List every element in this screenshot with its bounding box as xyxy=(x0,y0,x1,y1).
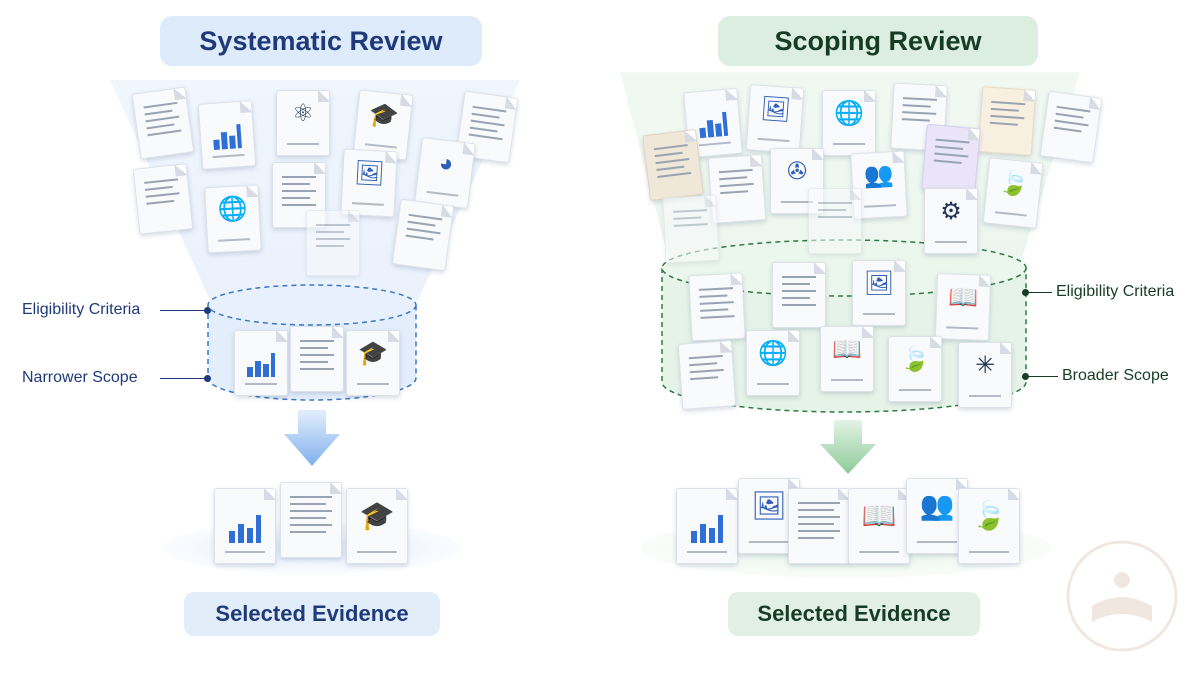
sys-eligibility-label: Eligibility Criteria xyxy=(22,301,141,318)
watermark-logo xyxy=(1066,540,1178,652)
scp-down-arrow xyxy=(820,420,876,474)
image-icon: 🖼 xyxy=(353,159,386,188)
filtered-doc-leaf: 🍃 xyxy=(888,336,942,402)
globe-icon: 🌐 xyxy=(758,340,788,367)
doc-bar-chart xyxy=(197,100,257,170)
scp-eligibility-label: Eligibility Criteria xyxy=(1056,283,1175,300)
filtered-doc-text xyxy=(290,326,344,392)
sys-eligibility-dot xyxy=(204,307,211,314)
leaf-icon: 🍃 xyxy=(971,500,1007,531)
bar-chart-icon xyxy=(212,122,242,150)
filtered-doc-globe: 🌐 xyxy=(746,330,800,396)
sys-scope-label: Narrower Scope xyxy=(22,369,138,386)
graduation-cap-icon: 🎓 xyxy=(359,500,395,531)
selected-doc-users: 👥 xyxy=(906,478,968,554)
network-icon: ✳ xyxy=(974,352,996,379)
doc-text xyxy=(131,86,195,160)
image-icon: 🖼 xyxy=(863,270,895,297)
selected-doc-graduation: 🎓 xyxy=(346,488,408,564)
doc-globe: 🌐 xyxy=(822,90,876,156)
bar-chart-icon xyxy=(247,351,275,377)
doc-globe: 🌐 xyxy=(204,184,262,254)
filtered-doc-graduation: 🎓 xyxy=(346,330,400,396)
gears-icon: ⚙ xyxy=(940,198,962,225)
doc-image: 🖼 xyxy=(745,84,805,154)
filtered-doc-book: 📖 xyxy=(820,326,874,392)
scp-eligibility-leader xyxy=(1028,292,1052,293)
filtered-doc-network: ✳ xyxy=(958,342,1012,408)
doc-text xyxy=(1039,90,1103,164)
doc-atom: ⚛ xyxy=(276,90,330,156)
doc-image: 🖼 xyxy=(340,148,398,218)
sys-selected-evidence-label: Selected Evidence xyxy=(184,592,440,636)
globe-icon: 🌐 xyxy=(216,195,249,224)
users-icon: 👥 xyxy=(919,490,955,521)
scoping-review-title: Scoping Review xyxy=(718,16,1038,66)
selected-doc-bar-chart xyxy=(214,488,276,564)
selected-doc-text xyxy=(280,482,342,558)
systematic-review-title: Systematic Review xyxy=(160,16,482,66)
doc-leaf: 🍃 xyxy=(982,157,1044,229)
selected-doc-leaf: 🍃 xyxy=(958,488,1020,564)
doc-donut-chart: ◕ xyxy=(414,136,476,210)
image-icon: 🖼 xyxy=(759,94,792,125)
bar-chart-icon xyxy=(691,513,723,543)
book-icon: 📖 xyxy=(861,500,897,531)
image-icon: 🖼 xyxy=(751,490,787,521)
scp-eligibility-dot xyxy=(1022,289,1029,296)
leaf-icon: 🍃 xyxy=(997,168,1031,199)
book-icon: 📖 xyxy=(947,283,979,312)
doc-table xyxy=(306,210,360,276)
filtered-doc-text xyxy=(688,272,746,342)
sys-down-arrow xyxy=(284,410,340,466)
bar-chart-icon xyxy=(698,110,729,139)
compass-icon: ✇ xyxy=(786,158,808,185)
atom-icon: ⚛ xyxy=(292,100,314,127)
filtered-doc-text xyxy=(677,340,737,410)
filtered-doc-text xyxy=(772,262,826,328)
doc-text xyxy=(662,194,720,264)
donut-chart-icon: ◕ xyxy=(437,149,455,178)
doc-text xyxy=(808,188,862,254)
graduation-cap-icon: 🎓 xyxy=(367,100,401,131)
filtered-doc-book: 📖 xyxy=(934,273,992,341)
doc-text xyxy=(391,198,455,272)
doc-gears: ⚙ xyxy=(924,188,978,254)
book-icon: 📖 xyxy=(832,336,862,363)
scp-scope-dot xyxy=(1022,373,1029,380)
doc-text xyxy=(642,128,704,202)
doc-text xyxy=(132,163,194,235)
leaf-icon: 🍃 xyxy=(900,346,930,373)
doc-text xyxy=(921,123,981,195)
globe-icon: 🌐 xyxy=(834,100,864,127)
graduation-cap-icon: 🎓 xyxy=(358,340,388,367)
selected-doc-book: 📖 xyxy=(848,488,910,564)
selected-doc-bar-chart xyxy=(676,488,738,564)
scp-scope-label: Broader Scope xyxy=(1062,367,1169,384)
filtered-doc-image: 🖼 xyxy=(852,260,906,326)
selected-doc-text xyxy=(788,488,850,564)
filtered-doc-bar-chart xyxy=(234,330,288,396)
scp-scope-leader xyxy=(1028,376,1058,377)
scp-selected-evidence-label: Selected Evidence xyxy=(728,592,980,636)
doc-text xyxy=(977,86,1037,156)
sys-scope-dot xyxy=(204,375,211,382)
sys-scope-leader xyxy=(160,378,206,379)
bar-chart-icon xyxy=(229,513,261,543)
sys-eligibility-leader xyxy=(160,310,206,311)
